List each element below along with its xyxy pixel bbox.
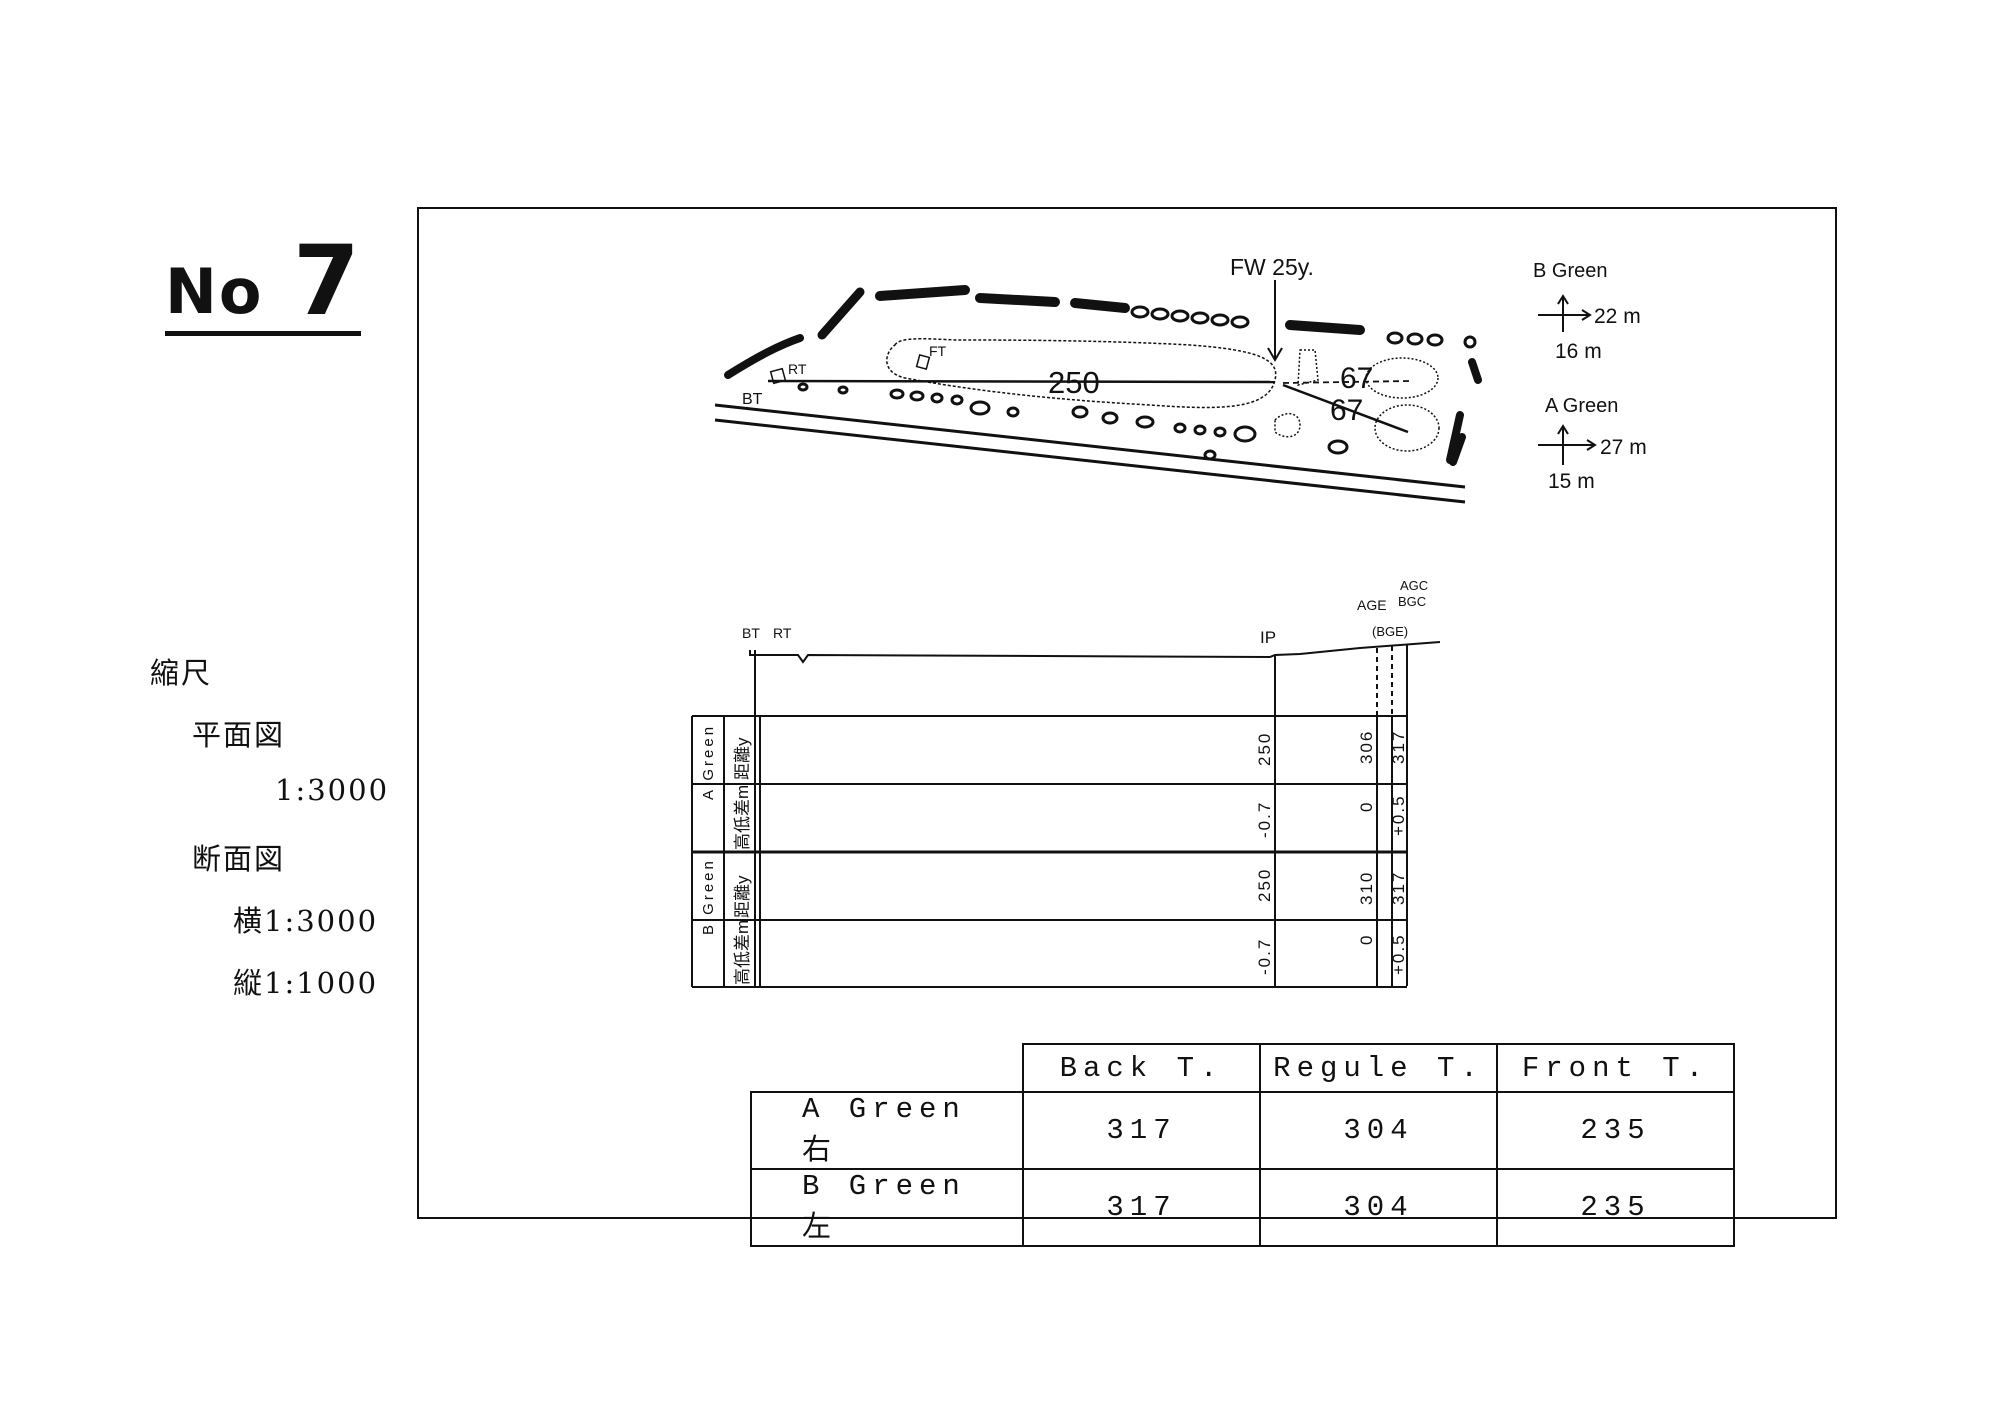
vertical-scale: 縦1:1000 bbox=[233, 966, 379, 1000]
fairway-outline bbox=[886, 338, 1277, 409]
a-green-back-tee: 317 bbox=[1022, 1091, 1261, 1170]
header-front-tee: Front T. bbox=[1496, 1043, 1735, 1093]
table-header-row: Back T. Regule T. Front T. bbox=[751, 1043, 1735, 1093]
a-green-width: 27 m bbox=[1600, 436, 1647, 459]
section-age-label: AGE bbox=[1357, 597, 1387, 613]
b-green bbox=[1365, 357, 1439, 399]
b-green-depth: 16 m bbox=[1555, 340, 1602, 363]
section-table bbox=[691, 715, 1407, 988]
plan-labels: FW 25y. BT RT FT 250 67 67 bbox=[742, 254, 1373, 427]
section-labels: BT RT IP AGE (BGE) AGC BGC bbox=[742, 578, 1428, 647]
row-label-b-green: B Green 左 bbox=[750, 1168, 1024, 1247]
b-elevation-label: 高低差m bbox=[733, 920, 752, 985]
fairway-width-arrowhead bbox=[1267, 347, 1283, 362]
plan-scale-value: 1:3000 bbox=[275, 773, 390, 807]
a-distance-ip: 250 bbox=[1255, 732, 1274, 766]
b-green-front-tee: 235 bbox=[1496, 1168, 1735, 1247]
center-line bbox=[767, 379, 1276, 384]
section-table-labels: A Green B Green 距離y 高低差m 距離y 高低差m 250 30… bbox=[700, 724, 1408, 985]
a-elevation-ip: -0.7 bbox=[1255, 801, 1274, 838]
ft-label: FT bbox=[929, 343, 947, 359]
a-green-depth: 15 m bbox=[1548, 470, 1595, 493]
road-line bbox=[714, 403, 1466, 489]
header-back-tee: Back T. bbox=[1022, 1043, 1261, 1093]
a-distance-age: 306 bbox=[1357, 730, 1376, 764]
table-corner bbox=[751, 1044, 1023, 1092]
a-green bbox=[1374, 404, 1440, 452]
section-scale-label: 断面図 bbox=[192, 842, 286, 876]
green-size-notes: B Green 22 m 16 m A Green 27 m 15 m bbox=[1533, 260, 1647, 493]
front-tee bbox=[915, 353, 931, 371]
b-green-width: 22 m bbox=[1594, 305, 1641, 328]
row-label-a-green: A Green 右 bbox=[750, 1091, 1024, 1170]
section-bge-label: (BGE) bbox=[1372, 624, 1408, 639]
b-green-row-label: B Green bbox=[700, 858, 717, 935]
tree-row-upper bbox=[724, 285, 1482, 384]
b-green-back-tee: 317 bbox=[1022, 1168, 1261, 1247]
a-elevation-age: 0 bbox=[1357, 801, 1376, 812]
b-distance-ip: 250 bbox=[1255, 868, 1274, 902]
plan-scale-label: 平面図 bbox=[192, 718, 286, 752]
b-distance-bge: 310 bbox=[1357, 871, 1376, 905]
section-rt-label: RT bbox=[773, 625, 792, 641]
tee-distance-table: Back T. Regule T. Front T. A Green 右 317… bbox=[750, 1043, 1735, 1247]
a-green-front-tee: 235 bbox=[1496, 1091, 1735, 1170]
a-elevation-label: 高低差m bbox=[733, 785, 752, 850]
a-green-distance: 67 bbox=[1330, 394, 1363, 427]
a-distance-label: 距離y bbox=[733, 737, 752, 780]
title-underline bbox=[165, 331, 361, 336]
a-distance-agc: 317 bbox=[1389, 730, 1408, 764]
section-bgc-label: BGC bbox=[1398, 594, 1426, 609]
table-row: B Green 左 317 304 235 bbox=[750, 1168, 1735, 1247]
header-regular-tee: Regule T. bbox=[1259, 1043, 1498, 1093]
bunker bbox=[1274, 413, 1301, 438]
b-elevation-bgc: +0.5 bbox=[1389, 933, 1408, 975]
bunker bbox=[1297, 349, 1319, 386]
b-green-cross-icon bbox=[1538, 294, 1592, 332]
ground-profile bbox=[749, 641, 1441, 664]
a-green-row-label: A Green bbox=[700, 724, 717, 800]
section-bt-label: BT bbox=[742, 625, 760, 641]
b-elevation-bge: 0 bbox=[1357, 934, 1376, 945]
fw-label: FW 25y. bbox=[1230, 254, 1314, 280]
hole-prefix: No bbox=[165, 255, 264, 328]
b-distance-bgc: 317 bbox=[1389, 871, 1408, 905]
a-green-label: A Green bbox=[1545, 395, 1618, 417]
a-elevation-agc: +0.5 bbox=[1389, 794, 1408, 836]
bt-label: BT bbox=[742, 391, 763, 408]
hole-title: No 7 bbox=[165, 225, 365, 345]
b-green-label: B Green bbox=[1533, 260, 1607, 282]
scale-title: 縮尺 bbox=[150, 656, 213, 690]
horizontal-scale: 横1:3000 bbox=[233, 904, 379, 938]
road-line bbox=[714, 418, 1466, 504]
b-distance-label: 距離y bbox=[733, 875, 752, 918]
section-view bbox=[749, 641, 1441, 986]
rt-label: RT bbox=[788, 361, 807, 377]
a-green-regular-tee: 304 bbox=[1259, 1091, 1498, 1170]
hole-number: 7 bbox=[293, 225, 360, 337]
ip-to-b-green-line bbox=[1282, 380, 1411, 384]
b-green-distance: 67 bbox=[1340, 362, 1373, 395]
tree-row-lower bbox=[797, 382, 1466, 466]
ip-to-a-green-line bbox=[1282, 383, 1409, 434]
ip-distance: 250 bbox=[1048, 365, 1100, 400]
b-elevation-ip: -0.7 bbox=[1255, 938, 1274, 975]
section-agc-label: AGC bbox=[1400, 578, 1428, 593]
table-row: A Green 右 317 304 235 bbox=[750, 1091, 1735, 1170]
section-ip-label: IP bbox=[1260, 628, 1276, 647]
b-green-regular-tee: 304 bbox=[1259, 1168, 1498, 1247]
a-green-cross-icon bbox=[1538, 424, 1597, 465]
plan-view bbox=[714, 280, 1482, 504]
